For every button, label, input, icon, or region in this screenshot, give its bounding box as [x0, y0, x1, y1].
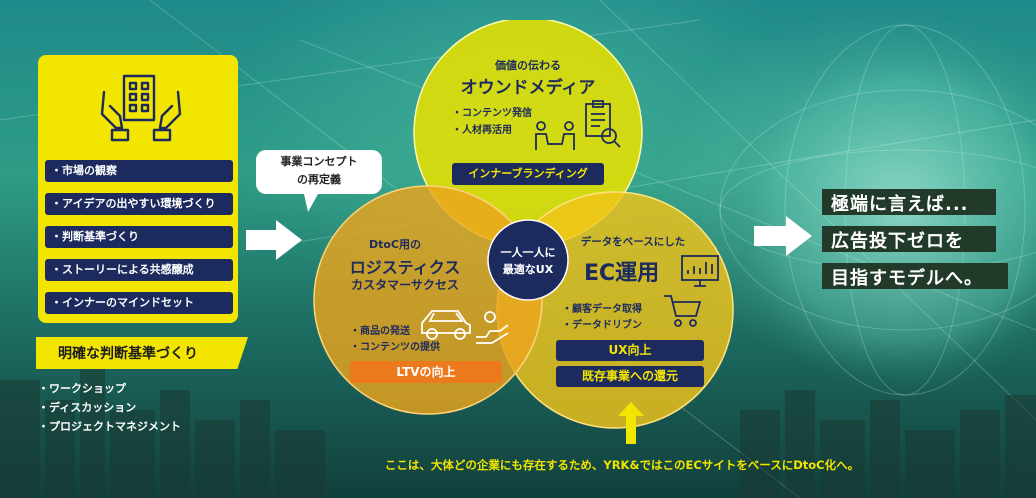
logistics-title: ロジスティクス [349, 258, 461, 277]
center-line2: 最適なUX [502, 263, 554, 276]
right-line-2: 広告投下ゼロを [831, 231, 964, 252]
left-item-market-observation: ・市場の観察 [45, 160, 233, 182]
method-project-management: ・プロジェクトマネジメント [38, 420, 181, 433]
hands-holding-building-icon [100, 74, 182, 142]
logistics-subtitle: DtoC用の [368, 238, 422, 251]
left-item-criteria: ・判断基準づくり [45, 226, 233, 248]
circle-logistics [313, 185, 543, 415]
left-item-inner-mindset: ・インナーのマインドセット [45, 292, 233, 314]
bubble-and-arrow [246, 194, 318, 260]
owned-media-bullet-1: ・コンテンツ発信 [452, 108, 532, 119]
right-bar-2 [822, 226, 996, 252]
right-line-1: 極端に言えば... [831, 194, 969, 215]
center-circle [487, 219, 569, 301]
owned-media-title: オウンドメディア [460, 78, 596, 98]
badge-return-existing-business: 既存事業への還元 [556, 366, 704, 387]
center-line1: 一人一人に [500, 246, 556, 259]
up-arrow-icon [618, 402, 644, 444]
owned-media-subtitle: 価値の伝わる [495, 59, 561, 72]
badge-ux-improvement: UX向上 [556, 340, 704, 361]
logistics-bullet-1: ・商品の発送 [350, 326, 410, 337]
ec-bullet-1: ・顧客データ取得 [562, 304, 642, 315]
judgment-label: 明確な判断基準づくり [58, 346, 198, 362]
right-arrow-icon [246, 220, 302, 260]
badge-ltv: LTVの向上 [350, 361, 502, 383]
shopping-cart-icon [664, 295, 702, 327]
logistics-bullet-2: ・コンテンツの提供 [350, 342, 440, 353]
monitor-chart-icon [681, 255, 719, 287]
right-bar-3 [822, 263, 1008, 289]
badge-inner-branding: インナーブランディング [452, 163, 604, 185]
right-arrow-icon [754, 216, 812, 256]
bubble-line2: の再定義 [297, 173, 341, 186]
bubble-line1: 事業コンセプト [280, 155, 358, 168]
method-workshop: ・ワークショップ [38, 382, 126, 395]
clipboard-magnifier-icon [585, 100, 621, 148]
logistics-title-2: カスタマーサクセス [351, 278, 459, 292]
bottom-note: ここは、大体どの企業にも存在するため、YRK&ではこのECサイトをベースにDto… [384, 458, 860, 472]
right-line-3: 目指すモデルへ。 [831, 268, 983, 289]
concept-bubble [256, 150, 382, 194]
owned-media-bullet-2: ・人材再活用 [452, 125, 512, 136]
method-discussion: ・ディスカッション [38, 401, 137, 414]
left-item-story-empathy: ・ストーリーによる共感醸成 [45, 259, 233, 281]
ec-subtitle: データをベースにした [580, 236, 686, 248]
judgment-banner [36, 337, 248, 369]
car-icon [421, 310, 509, 344]
ec-bullet-2: ・データドリブン [562, 320, 642, 331]
ec-title: EC運用 [584, 261, 660, 286]
bubble-tail [304, 194, 318, 212]
left-item-idea-environment: ・アイデアの出やすい環境づくり [45, 193, 233, 215]
right-bar-1 [822, 189, 996, 215]
people-meeting-icon [535, 121, 575, 150]
